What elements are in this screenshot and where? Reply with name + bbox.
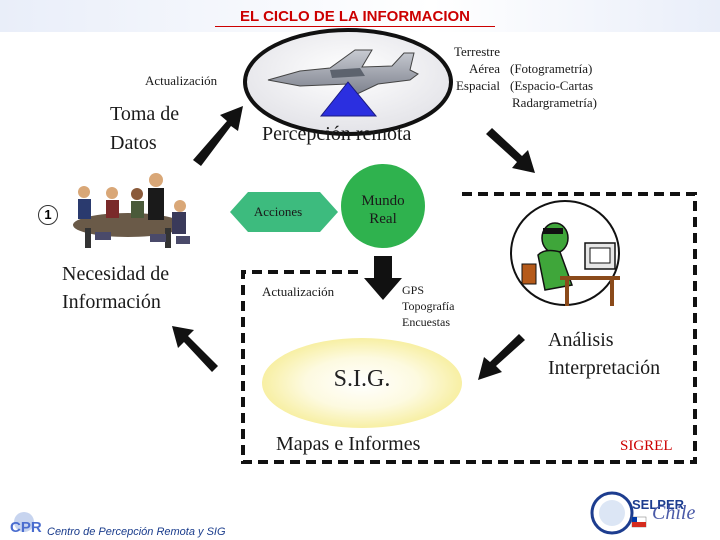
platform-espacial: Espacial [455,78,500,93]
mundo-label: Mundo [361,193,405,209]
mundo-real-circle [341,164,425,248]
acciones-label: Acciones [253,204,303,219]
sensor-footprint-triangle [319,81,378,117]
svg-text:CPR: CPR [10,519,42,536]
informacion-label: Información [62,291,161,313]
arrow-percepcion-to-analisis-icon [486,128,535,173]
mapas-informes-label: Mapas e Informes [276,433,421,455]
platform-aerea: Aérea [468,61,500,76]
product-radargrametria: Radargrametría) [512,95,597,110]
encuestas-label: Encuestas [402,315,450,329]
step-number-badge: 1 [38,205,58,225]
footer-text: Centro de Percepción Remota y SIG [47,526,226,538]
real-label: Real [369,211,397,227]
selper-logo-icon [590,491,647,535]
sigrel-label: SIGREL [620,438,673,454]
actualizacion-mid-label: Actualización [262,284,335,299]
chile-logo-text: Chile [652,502,696,524]
sigrel-dashed-frame [241,192,697,464]
actualizacion-top-label: Actualización [145,73,218,88]
datos-label: Datos [110,132,157,154]
arrow-mundo-to-sig-icon [364,256,402,300]
title-underline [215,26,495,27]
meeting-people-icon [73,173,190,248]
arrow-necesidad-to-toma-icon [172,326,218,372]
acciones-hexagon [230,192,338,232]
selper-logo-text: SELPER [632,497,685,512]
product-fotogrametria: (Fotogrametría) [510,61,593,76]
sig-label: S.I.G. [333,366,391,392]
toma-de-label: Toma de [110,103,180,125]
analisis-label: Análisis [548,329,614,351]
arrow-toma-to-percepcion-icon [193,106,243,166]
topografia-label: Topografía [402,299,455,313]
arrow-analisis-to-sig-icon [478,334,525,380]
necesidad-de-label: Necesidad de [62,263,170,285]
sig-ellipse [262,338,462,428]
gps-label: GPS [402,283,425,297]
product-espacio-cartas: (Espacio-Cartas [510,78,594,93]
percepcion-remota-label: Percepción remota [262,123,412,145]
platform-terrestre: Terrestre [453,44,500,59]
analyst-at-computer-icon [510,200,620,306]
cpr-logo-icon: CPR [10,512,42,536]
page-title: EL CICLO DE LA INFORMACION [240,8,470,25]
interpretacion-label: Interpretación [548,357,661,379]
